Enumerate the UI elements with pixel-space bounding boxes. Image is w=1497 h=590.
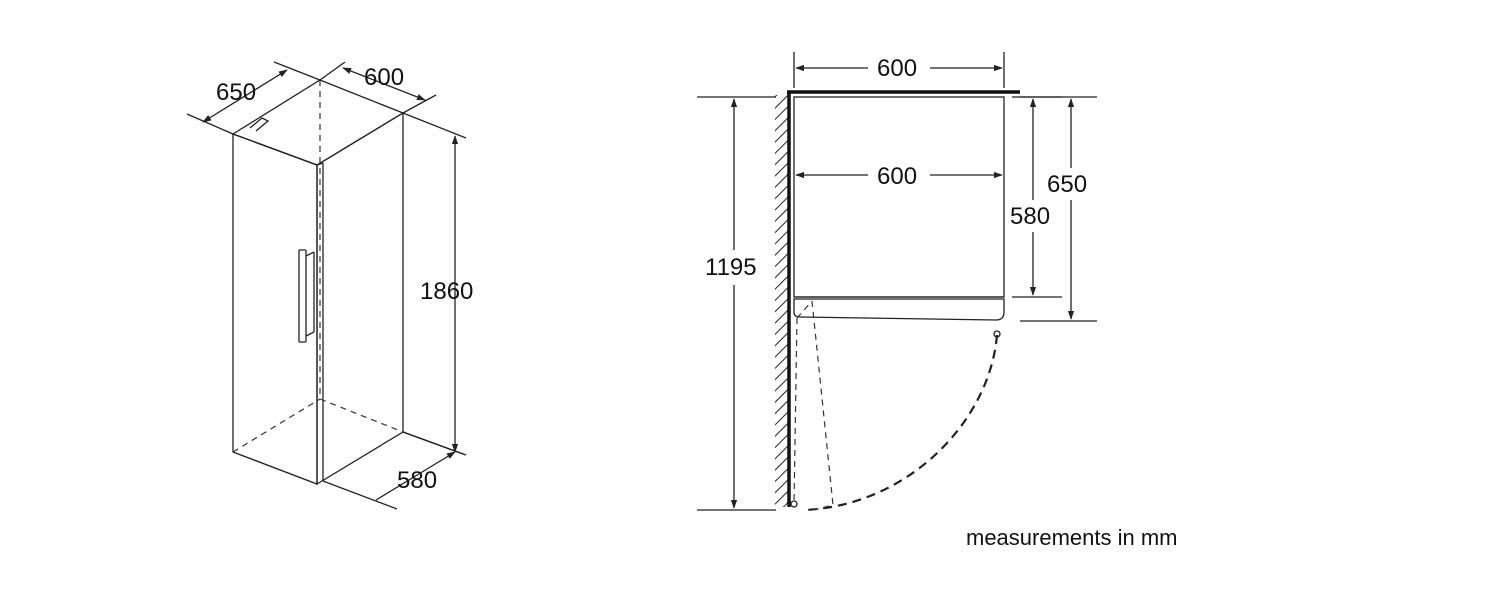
door [793,298,1005,321]
iso-depth-label: 650 [216,79,256,106]
cabinet-front-face [232,133,318,485]
cabinet-body [793,96,1005,298]
plan-outer-depth-label: 650 [1047,171,1087,198]
iso-height-label: 1860 [420,278,473,305]
plan-view: 600 600 580 650 1195 [697,52,1097,512]
plan-door-clearance-label: 1195 [705,254,757,281]
units-note: measurements in mm [966,525,1178,550]
door-handle [298,249,315,343]
cabinet-side-face [316,111,404,486]
door-swing-arc [804,334,999,512]
iso-door-depth-label: 580 [397,467,437,494]
plan-inner-width-label: 600 [877,163,917,190]
plan-outer-width-label: 600 [877,55,917,82]
wall-hatch [775,95,788,507]
iso-width-label: 600 [364,64,404,91]
isometric-view: 650 600 1860 580 [186,61,473,510]
plan-inner-depth-label: 580 [1010,203,1050,230]
cabinet-top-face [231,79,405,166]
